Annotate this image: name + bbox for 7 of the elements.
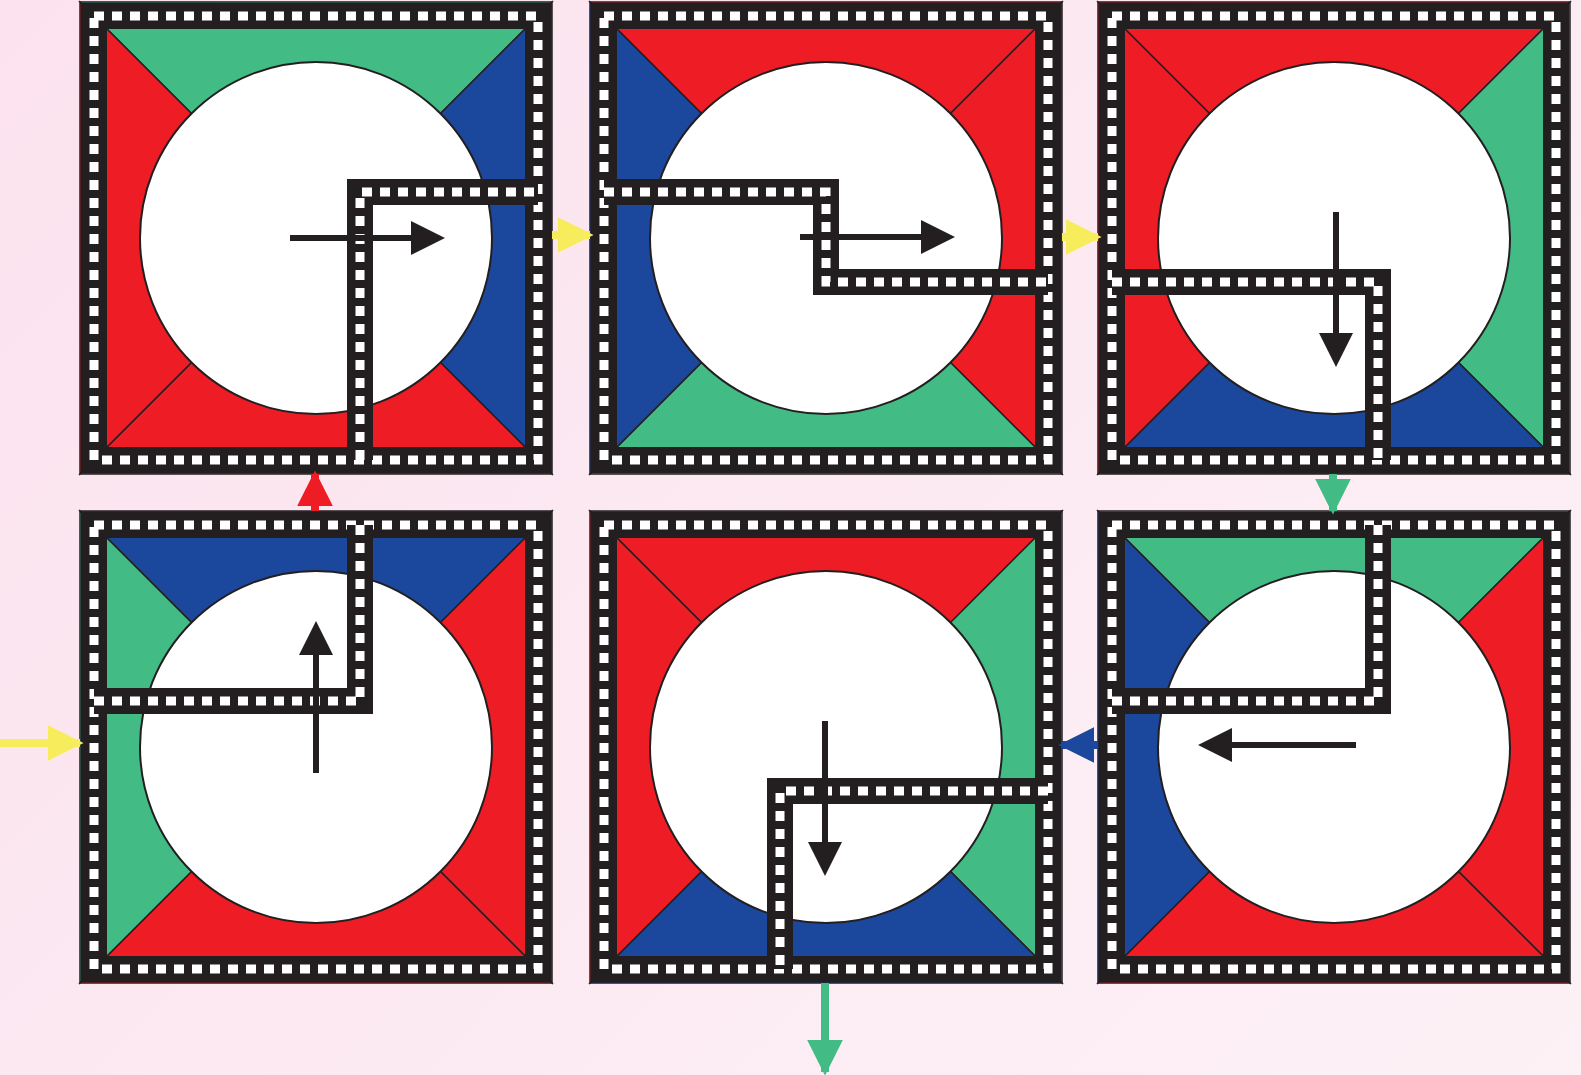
arrow bbox=[1315, 474, 1351, 515]
arrow bbox=[0, 725, 84, 761]
arrow bbox=[1058, 727, 1098, 763]
arrow bbox=[807, 983, 843, 1075]
arrow bbox=[1062, 219, 1102, 255]
arrow bbox=[552, 217, 594, 253]
arrow bbox=[297, 470, 333, 511]
